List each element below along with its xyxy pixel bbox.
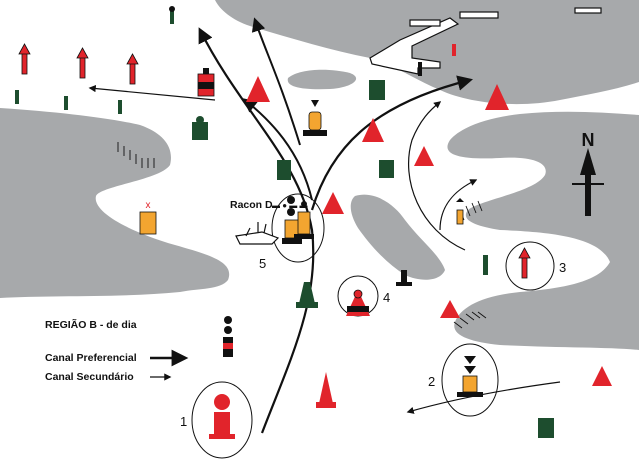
callout-2-buoy [441,343,499,417]
preferred-channel-right [310,75,473,211]
green-spar-buoy [118,100,122,114]
secondary-channel-top [88,84,216,101]
legend-secondary-channel: Canal Secundário [45,371,134,383]
isolated-danger-buoy-legend [223,316,233,357]
channel-paths [88,17,561,434]
svg-text:x: x [146,200,151,211]
green-spar-buoy [64,96,68,110]
secondary-channel-right [408,101,466,251]
green-spar-buoy [169,6,175,24]
land-right [447,111,639,350]
red-spar-buoy [18,43,31,75]
callout-number-4: 4 [383,290,390,305]
yellow-special-mark: x [139,200,157,235]
red-conical-buoy [440,300,460,318]
callout-1-buoy [191,381,253,459]
land-left [0,108,230,298]
preferred-channel-north [251,17,301,146]
green-can-buoy [192,116,208,140]
land-top-right [215,0,639,105]
green-can-buoy [277,160,291,180]
red-spar-buoy [126,53,139,85]
legend-region-title: REGIÃO B - de dia [45,318,137,331]
north-label: N [582,130,595,150]
red-light-buoy [316,372,336,408]
red-spar-buoy [76,47,89,79]
green-can-buoy [369,80,385,100]
red-conical-buoy [414,146,434,166]
safe-water-buoy [303,100,327,136]
wreck-ship [235,222,280,245]
callout-number-1: 1 [180,414,187,429]
small-beacon [418,62,422,76]
red-spar-buoy [518,247,531,279]
yellow-special-buoy [456,198,464,225]
red-conical-buoy [322,192,344,214]
racon-label: Racon D [230,199,273,211]
callout-number-3: 3 [559,260,566,275]
green-spar-buoy [15,90,19,104]
legend: REGIÃO B - de dia Canal Preferencial Can… [45,318,189,383]
isolated-danger-buoy [197,68,215,97]
island-center [350,194,445,280]
callout-number-2: 2 [428,374,435,389]
red-conical-buoy [485,84,509,110]
callout-3-buoy [505,241,555,291]
green-light-buoy [296,282,318,308]
green-can-buoy [538,418,554,438]
legend-preferred-channel: Canal Preferencial [45,352,137,364]
small-beacon [396,270,412,286]
harbour-pier [369,7,602,75]
callout-4-buoy [337,275,379,317]
callout-5-buoy [271,193,325,263]
north-arrow: N [572,130,604,216]
secondary-channel-inner [439,179,478,231]
red-conical-buoy [246,76,270,102]
green-spar-buoy [483,255,488,275]
red-conical-buoy [592,366,612,386]
red-conical-buoy [362,118,384,142]
buoys: x [15,6,612,438]
racon-code: ▬ ● ▬ ▬ [272,201,308,210]
land-masses [0,0,639,350]
preferred-channel-main [198,27,315,434]
callout-number-5: 5 [259,256,266,271]
preferred-channel-left [242,98,313,201]
green-can-buoy [379,160,394,178]
small-beacon [452,44,456,56]
island-top [287,69,357,90]
